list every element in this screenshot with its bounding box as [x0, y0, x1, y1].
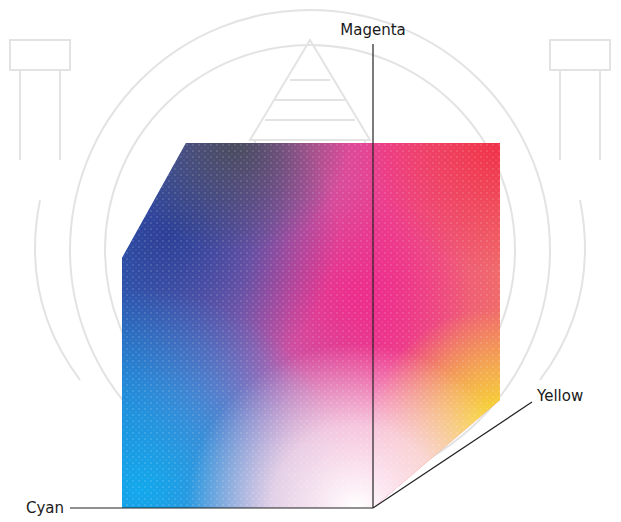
cyan-axis	[70, 507, 373, 508]
axis-label: Magenta	[340, 21, 405, 39]
axis-lines	[70, 44, 532, 508]
axis-label: Yellow	[537, 387, 583, 405]
color-cube	[122, 143, 500, 508]
axis-label: Cyan	[26, 499, 64, 517]
magenta-axis	[372, 44, 373, 508]
yellow-axis	[373, 402, 532, 508]
